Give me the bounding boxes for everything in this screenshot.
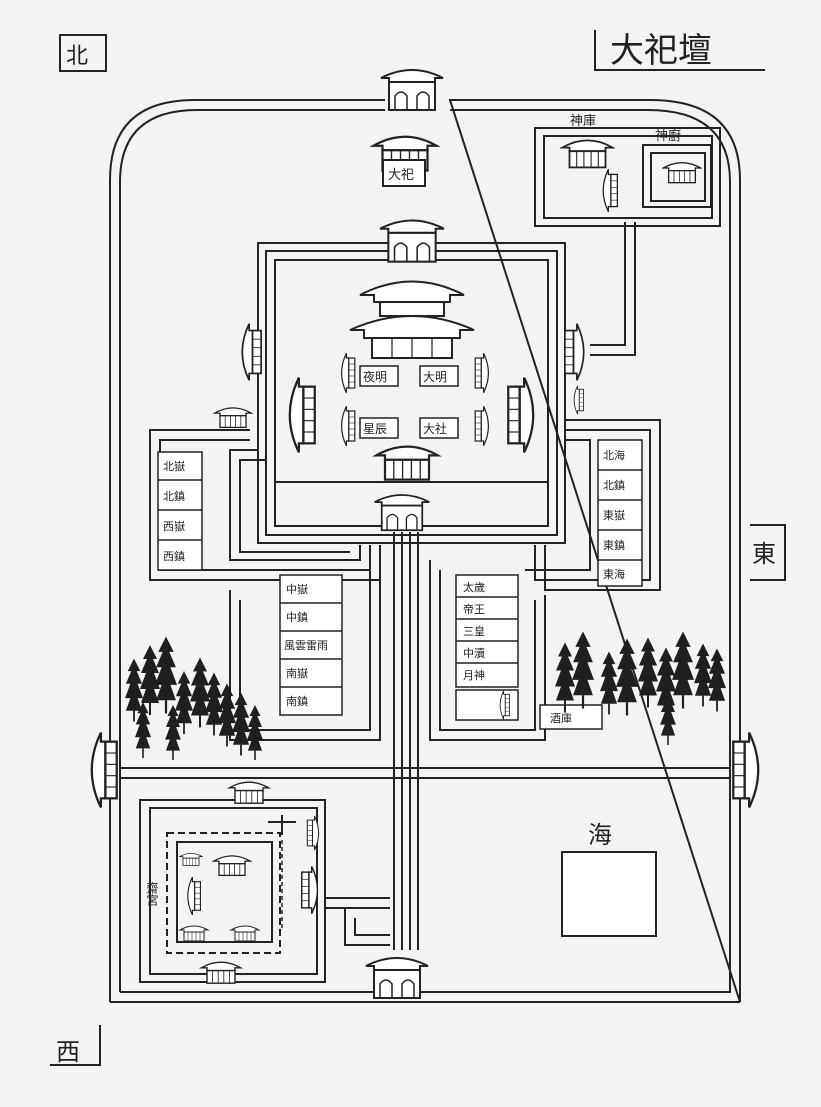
processional-roads xyxy=(120,419,730,950)
palace-east-gate xyxy=(300,865,319,915)
corner-label: 酒庫 xyxy=(550,711,572,725)
center-right-altar-4: 月神 xyxy=(463,668,485,682)
shen-ku-label: 神庫 xyxy=(570,114,596,129)
east-gate xyxy=(732,731,760,809)
center-left-altar-0: 中嶽 xyxy=(286,583,308,596)
center-right-altar-3: 中瀆 xyxy=(463,646,485,660)
inner-label-2: 星辰 xyxy=(363,422,387,436)
west-label: 西 xyxy=(56,1038,80,1066)
west-forest xyxy=(125,636,263,760)
sea-label: 海 xyxy=(588,821,612,849)
shen-ku-building xyxy=(561,139,614,169)
north-label: 北 xyxy=(66,44,88,69)
shen-ku-side-building xyxy=(602,168,619,213)
palace-main-hall xyxy=(212,855,252,877)
east-marker: 東 xyxy=(750,524,786,581)
south-gate xyxy=(364,956,430,1000)
center-left-altar-2: 風雲雷雨 xyxy=(284,639,328,652)
title-box: 大祀壇 xyxy=(594,30,765,71)
east-long-building xyxy=(506,376,535,454)
dasi-hall-label: 大祀 xyxy=(388,168,414,183)
palace-side-hall xyxy=(179,852,203,866)
west-gate xyxy=(90,731,118,809)
west-altar-column xyxy=(157,451,203,571)
north-gate xyxy=(380,69,444,111)
shen-chu-label: 神廚 xyxy=(655,128,681,144)
altar-building-ne xyxy=(474,352,490,394)
center-left-altar-1: 中鎮 xyxy=(286,610,308,624)
palace-north-gate xyxy=(228,781,270,804)
palace-marker xyxy=(268,815,296,835)
east-altar-4: 東海 xyxy=(603,567,625,581)
west-altar-1: 北鎮 xyxy=(163,489,185,503)
wine-store-building xyxy=(214,407,252,429)
inner-east-gate xyxy=(563,322,585,382)
main-hall xyxy=(349,280,475,359)
east-altar-column xyxy=(597,439,643,587)
west-altar-2: 西嶽 xyxy=(163,520,185,533)
center-right-altar-1: 帝王 xyxy=(463,602,485,616)
east-altar-3: 東鎮 xyxy=(603,538,625,552)
inner-label-1: 夜明 xyxy=(363,369,387,384)
altar-building-se xyxy=(474,405,490,447)
shen-chu-building xyxy=(662,161,702,184)
fasting-palace xyxy=(139,799,326,983)
inner-label-0: 大明 xyxy=(423,370,447,384)
corner-label-box xyxy=(539,704,603,730)
east-altar-1: 北鎮 xyxy=(603,478,625,492)
dasi-hall: 大祀 xyxy=(372,135,438,187)
sea-pond: 海 xyxy=(561,821,657,937)
center-right-altar-0: 太歲 xyxy=(463,580,485,594)
east-corner-building xyxy=(573,385,585,415)
palace-se-building xyxy=(230,925,260,942)
inner-south-gate xyxy=(373,493,431,532)
center-right-altar-2: 三皇 xyxy=(463,624,485,638)
west-altar-0: 北嶽 xyxy=(163,460,185,473)
map-title: 大祀壇 xyxy=(610,31,712,71)
palace-south-gate xyxy=(200,961,242,984)
west-altar-3: 西鎮 xyxy=(163,549,185,563)
inner-south-hall xyxy=(374,445,440,482)
center-left-altar-column xyxy=(279,574,343,716)
east-altar-0: 北海 xyxy=(603,448,625,462)
palace-ne-building xyxy=(306,815,320,851)
west-marker: 西 xyxy=(50,1025,101,1066)
inner-label-3: 大社 xyxy=(423,421,447,436)
altar-building-nw xyxy=(340,352,356,394)
inner-north-gate xyxy=(379,219,445,263)
inner-west-gate xyxy=(241,322,263,382)
west-long-building xyxy=(288,376,317,454)
center-right-small-building xyxy=(499,690,511,720)
palace-west-building xyxy=(186,876,202,916)
altar-building-sw xyxy=(340,405,356,447)
north-marker: 北 xyxy=(59,34,107,72)
center-left-altar-3: 南嶽 xyxy=(286,667,308,680)
inner-altar-tablets xyxy=(359,365,459,439)
outer-wall xyxy=(109,99,741,1003)
center-left-altar-4: 南鎮 xyxy=(286,694,308,708)
palace-label: 齋宮 xyxy=(145,881,159,906)
shen-compound xyxy=(534,127,721,356)
palace-sw-building xyxy=(179,925,209,942)
east-altar-2: 東嶽 xyxy=(603,509,625,522)
east-label: 東 xyxy=(752,540,776,568)
